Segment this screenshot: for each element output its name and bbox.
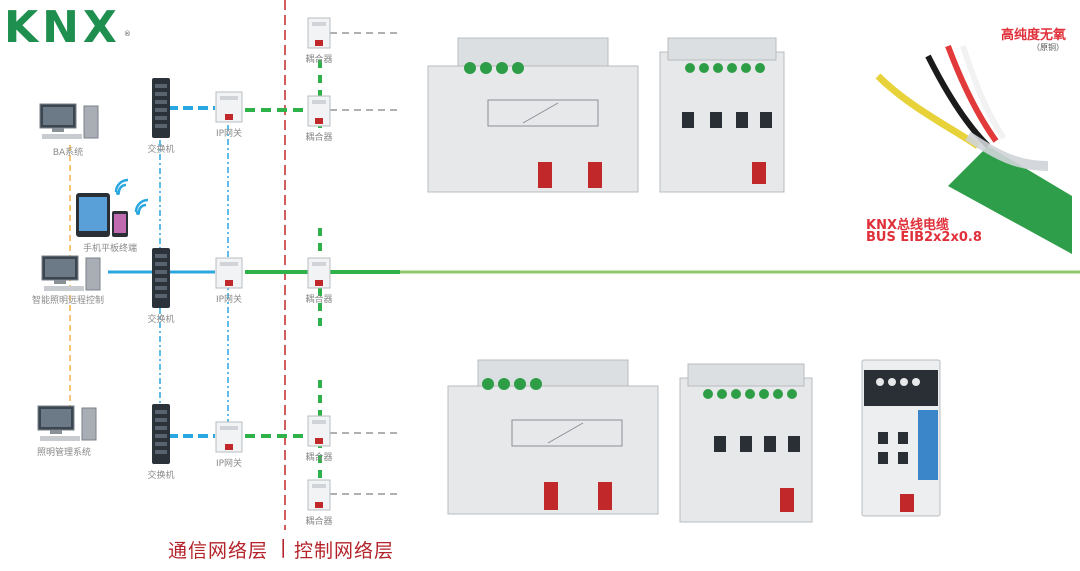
wifi-icon-2 bbox=[134, 198, 149, 215]
switch-label-2: 交换机 bbox=[147, 315, 175, 325]
network-switch-icon-2 bbox=[152, 248, 170, 308]
switch-label-1: 交换机 bbox=[147, 145, 175, 155]
ba-system-label: BA系统 bbox=[52, 148, 84, 158]
dimmer-module-large-top bbox=[427, 37, 639, 193]
coupler-icon-1 bbox=[307, 17, 331, 49]
coupler-label-3: 耦合器 bbox=[305, 295, 333, 305]
ip-gateway-icon-1 bbox=[215, 91, 243, 123]
coupler-icon-5 bbox=[307, 479, 331, 511]
ip-gateway-label-2: IP网关 bbox=[215, 295, 243, 305]
registered-mark: ® bbox=[123, 30, 131, 38]
computer-icon-remote bbox=[41, 255, 101, 291]
ip-gateway-label-1: IP网关 bbox=[215, 129, 243, 139]
ip-gateway-label-3: IP网关 bbox=[215, 459, 243, 469]
ip-gateway-icon-3 bbox=[215, 421, 243, 453]
coupler-label-1: 耦合器 bbox=[305, 55, 333, 65]
switch-actuator-module-bottom bbox=[679, 363, 813, 523]
knx-cable-illustration bbox=[875, 44, 1072, 254]
knx-logo: KNX ® bbox=[4, 2, 131, 53]
ip-gateway-icon-2 bbox=[215, 257, 243, 289]
layer-separator-bar: | bbox=[280, 536, 288, 558]
network-switch-icon-1 bbox=[152, 78, 170, 138]
mobile-terminal-label: 手机平板终端 bbox=[82, 244, 138, 254]
control-panel-module bbox=[861, 359, 941, 517]
communication-layer-label: 通信网络层 bbox=[168, 540, 269, 562]
remote-control-label: 智能照明远程控制 bbox=[31, 296, 105, 306]
dimmer-module-large-bottom bbox=[447, 359, 659, 515]
switch-actuator-module-top bbox=[659, 37, 785, 193]
coupler-label-2: 耦合器 bbox=[305, 133, 333, 143]
knx-logo-text: KNX bbox=[4, 2, 121, 53]
cable-name-line1: KNX总线电缆 bbox=[866, 218, 949, 233]
cable-name-line2: BUS EIB2x2x0.8 bbox=[866, 230, 982, 245]
coupler-icon-3 bbox=[307, 257, 331, 289]
lighting-management-label: 照明管理系统 bbox=[36, 448, 92, 458]
coupler-label-4: 耦合器 bbox=[305, 453, 333, 463]
network-switch-icon-3 bbox=[152, 404, 170, 464]
control-layer-label: 控制网络层 bbox=[294, 540, 395, 562]
coupler-icon-4 bbox=[307, 415, 331, 447]
coupler-label-5: 耦合器 bbox=[305, 517, 333, 527]
computer-icon-ba bbox=[39, 103, 99, 139]
cable-subtitle: （原铜） bbox=[1032, 43, 1064, 52]
computer-icon-mgmt bbox=[37, 405, 97, 441]
tablet-phone-icon bbox=[76, 193, 128, 237]
switch-label-3: 交换机 bbox=[147, 471, 175, 481]
cable-title: 高纯度无氧 bbox=[1000, 28, 1066, 43]
coupler-icon-2 bbox=[307, 95, 331, 127]
wifi-icon-1 bbox=[114, 178, 129, 195]
